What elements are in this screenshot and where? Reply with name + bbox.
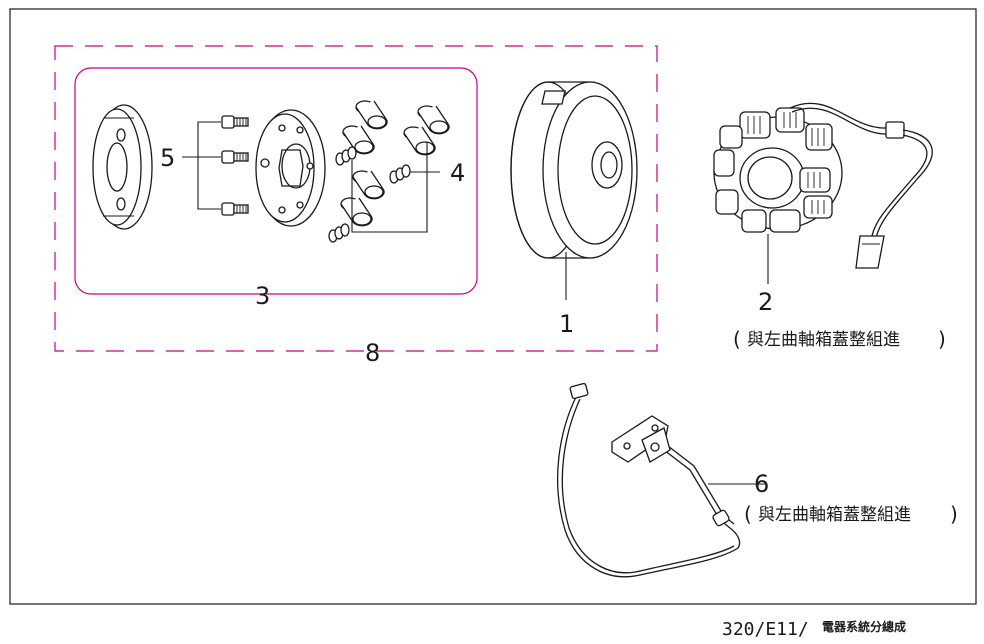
pickup-note-open-paren: ( — [744, 502, 752, 526]
stator-note-text: 與左曲軸箱蓋整組進 — [747, 330, 900, 350]
stator-assembly-note: ( 與左曲軸箱蓋整組進 ) — [733, 327, 946, 351]
callout-4-bracket — [351, 142, 440, 233]
footer-title: 電器系統分總成 — [822, 619, 906, 634]
clutch-hub-part — [255, 109, 326, 227]
callout-2: 2 — [758, 288, 773, 316]
callout-5: 5 — [160, 144, 175, 172]
drawing-frame — [9, 8, 977, 605]
callout-1: 1 — [559, 310, 574, 338]
pickup-note-text: 與左曲軸箱蓋整組進 — [758, 505, 911, 525]
pickup-assembly-note: ( 與左曲軸箱蓋整組進 ) — [744, 502, 958, 526]
stator-note-close-paren: ) — [938, 327, 946, 351]
flywheel-part — [510, 81, 638, 259]
footer-code: 320/E11/ — [722, 619, 809, 640]
assembly-3-boundary — [74, 67, 478, 295]
stator-part — [713, 102, 933, 269]
callout-3: 3 — [255, 282, 270, 310]
bolt-part — [221, 115, 249, 216]
stator-note-open-paren: ( — [733, 327, 741, 351]
callout-6: 6 — [754, 470, 769, 498]
assembly-8-boundary — [54, 45, 658, 352]
callout-8: 8 — [365, 339, 380, 367]
pickup-coil-part — [556, 382, 741, 578]
outer-plate-part — [92, 104, 153, 230]
roller-spring-set — [328, 100, 450, 243]
callout-4: 4 — [450, 159, 465, 187]
pickup-note-close-paren: ) — [950, 502, 958, 526]
callout-5-bracket — [182, 121, 221, 210]
